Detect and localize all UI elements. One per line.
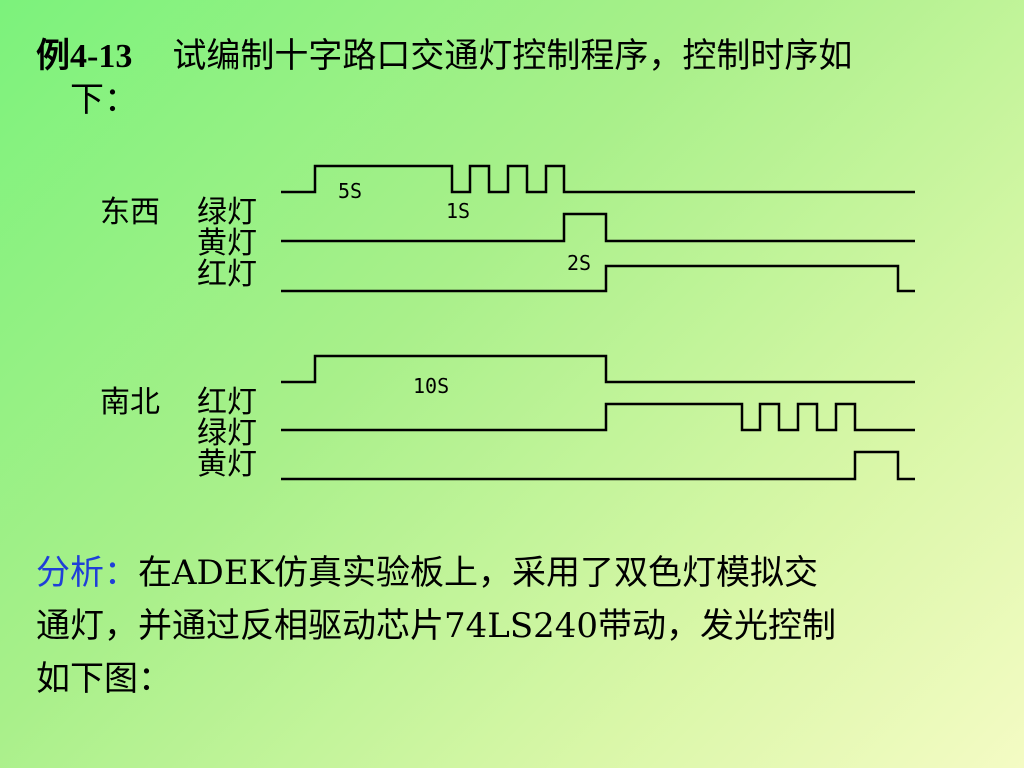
ew-signal-label-yellow: 黄灯 — [197, 226, 257, 261]
problem-text-line2: 下： — [70, 80, 138, 120]
analysis-label: 分析： — [36, 553, 138, 593]
ew-signal-label-green: 绿灯 — [197, 195, 257, 230]
ew-yellow-duration: 2S — [567, 251, 591, 275]
ew-green-waveform — [281, 164, 915, 194]
ew-blink-duration: 1S — [446, 199, 470, 223]
ew-red-waveform — [281, 264, 915, 293]
problem-statement-line1: 例4-13 试编制十字路口交通灯控制程序，控制时序如 — [36, 28, 852, 77]
sn-signal-label-red: 红灯 — [197, 385, 257, 420]
sn-signal-label-green: 绿灯 — [197, 416, 257, 451]
ew-direction-label: 东西 — [100, 195, 160, 230]
sn-red-duration: 10S — [413, 374, 449, 398]
problem-number: 例4-13 — [36, 38, 133, 75]
analysis-text-line1: 在ADEK仿真实验板上，采用了双色灯模拟交 — [138, 553, 819, 593]
ew-green-duration: 5S — [338, 179, 362, 203]
analysis-text-line3: 如下图： — [36, 659, 172, 699]
ew-yellow-waveform — [281, 212, 915, 243]
sn-green-waveform — [281, 402, 915, 432]
sn-signal-label-yellow: 黄灯 — [197, 447, 257, 482]
sn-yellow-waveform — [281, 450, 915, 481]
analysis-line1: 分析：在ADEK仿真实验板上，采用了双色灯模拟交 — [36, 545, 818, 594]
sn-red-waveform — [281, 354, 915, 384]
ew-signal-label-red: 红灯 — [197, 257, 257, 292]
analysis-text-line2: 通灯，并通过反相驱动芯片74LS240带动，发光控制 — [36, 606, 837, 646]
sn-direction-label: 南北 — [100, 385, 160, 420]
problem-text-line1: 试编制十字路口交通灯控制程序，控制时序如 — [172, 36, 853, 76]
